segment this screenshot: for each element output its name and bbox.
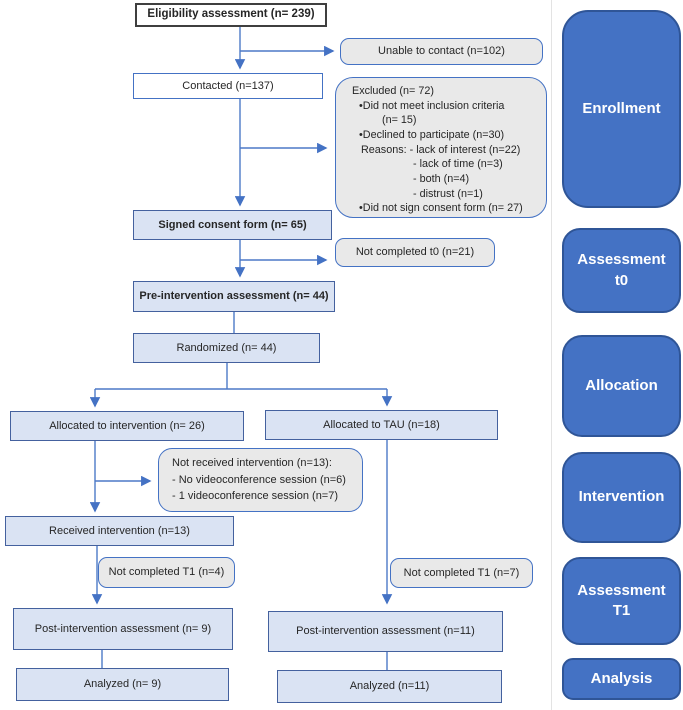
stage-intervention: Intervention [562,452,681,543]
box-pre-intervention-label: Pre-intervention assessment (n= 44) [139,290,329,303]
box-contacted: Contacted (n=137) [133,73,323,99]
box-analyzed-right: Analyzed (n=11) [277,670,502,703]
box-post-intervention-left: Post-intervention assessment (n= 9) [13,608,233,650]
excluded-reason-distrust: - distrust (n=1) [413,187,483,200]
stage-assessment-t0-label: Assessment t0 [577,251,666,289]
box-not-completed-t1-right-label: Not completed T1 (n=7) [403,566,520,579]
excluded-title: Excluded (n= 72) [352,85,434,97]
excluded-bullet-consent: •Did not sign consent form (n= 27) [359,202,523,215]
stage-assessment-t1: Assessment T1 [562,557,681,645]
box-received: Received intervention (n=13) [5,516,234,546]
box-not-completed-t0-label: Not completed t0 (n=21) [355,246,475,259]
stage-assessment-t0: Assessment t0 [562,228,681,313]
excluded-bullet-inclusion: •Did not meet inclusion criteria [359,99,505,112]
box-signed-consent-label: Signed consent form (n= 65) [158,218,307,231]
stage-assessment-t1-label: Assessment T1 [577,581,666,619]
excluded-bullet-inclusion-n: (n= 15) [382,114,417,127]
box-randomized: Randomized (n= 44) [133,333,320,363]
table-gridline [551,0,552,710]
box-unable-label: Unable to contact (n=102) [378,45,505,58]
stage-analysis-label: Analysis [590,669,653,687]
stage-allocation-label: Allocation [585,376,658,394]
box-signed-consent: Signed consent form (n= 65) [133,210,332,240]
box-contacted-label: Contacted (n=137) [182,79,274,92]
box-not-completed-t1-left-label: Not completed T1 (n=4) [108,566,225,579]
box-eligibility: Eligibility assessment (n= 239) [135,3,327,27]
box-allocated-tau: Allocated to TAU (n=18) [265,410,498,440]
box-not-completed-t0: Not completed t0 (n=21) [335,238,495,267]
excluded-reason-both: - both (n=4) [413,173,470,186]
box-post-left-label: Post-intervention assessment (n= 9) [34,622,212,635]
box-not-received: Not received intervention (n=13): - No v… [158,448,363,512]
not-received-title: Not received intervention (n=13): [172,457,332,470]
excluded-reason-time: - lack of time (n=3) [413,158,503,171]
box-excluded: Excluded (n= 72) •Did not meet inclusion… [335,77,547,218]
box-allocated-tau-label: Allocated to TAU (n=18) [323,418,440,431]
not-received-line1: - No videoconference session (n=6) [172,473,346,486]
stage-allocation: Allocation [562,335,681,437]
box-not-completed-t1-right: Not completed T1 (n=7) [390,558,533,588]
box-pre-intervention: Pre-intervention assessment (n= 44) [133,281,335,312]
excluded-bullet-declined: •Declined to participate (n=30) [359,129,505,142]
box-not-completed-t1-left: Not completed T1 (n=4) [98,557,235,588]
stage-intervention-label: Intervention [578,488,665,506]
not-received-line2: - 1 videoconference session (n=7) [172,490,339,503]
box-eligibility-label: Eligibility assessment (n= 239) [147,8,315,21]
box-post-right-label: Post-intervention assessment (n=11) [296,625,475,638]
box-analyzed-left-label: Analyzed (n= 9) [83,678,162,691]
stage-enrollment-label: Enrollment [582,99,661,117]
box-analyzed-right-label: Analyzed (n=11) [349,680,430,693]
box-allocated-intervention: Allocated to intervention (n= 26) [10,411,244,441]
stage-analysis: Analysis [562,658,681,700]
box-randomized-label: Randomized (n= 44) [176,341,277,354]
box-post-intervention-right: Post-intervention assessment (n=11) [268,611,503,652]
stage-enrollment: Enrollment [562,10,681,208]
box-received-label: Received intervention (n=13) [49,524,190,537]
box-allocated-intervention-label: Allocated to intervention (n= 26) [49,419,205,432]
excluded-reasons-interest: Reasons: - lack of interest (n=22) [361,143,521,156]
box-analyzed-left: Analyzed (n= 9) [16,668,229,701]
box-unable-to-contact: Unable to contact (n=102) [340,38,543,65]
